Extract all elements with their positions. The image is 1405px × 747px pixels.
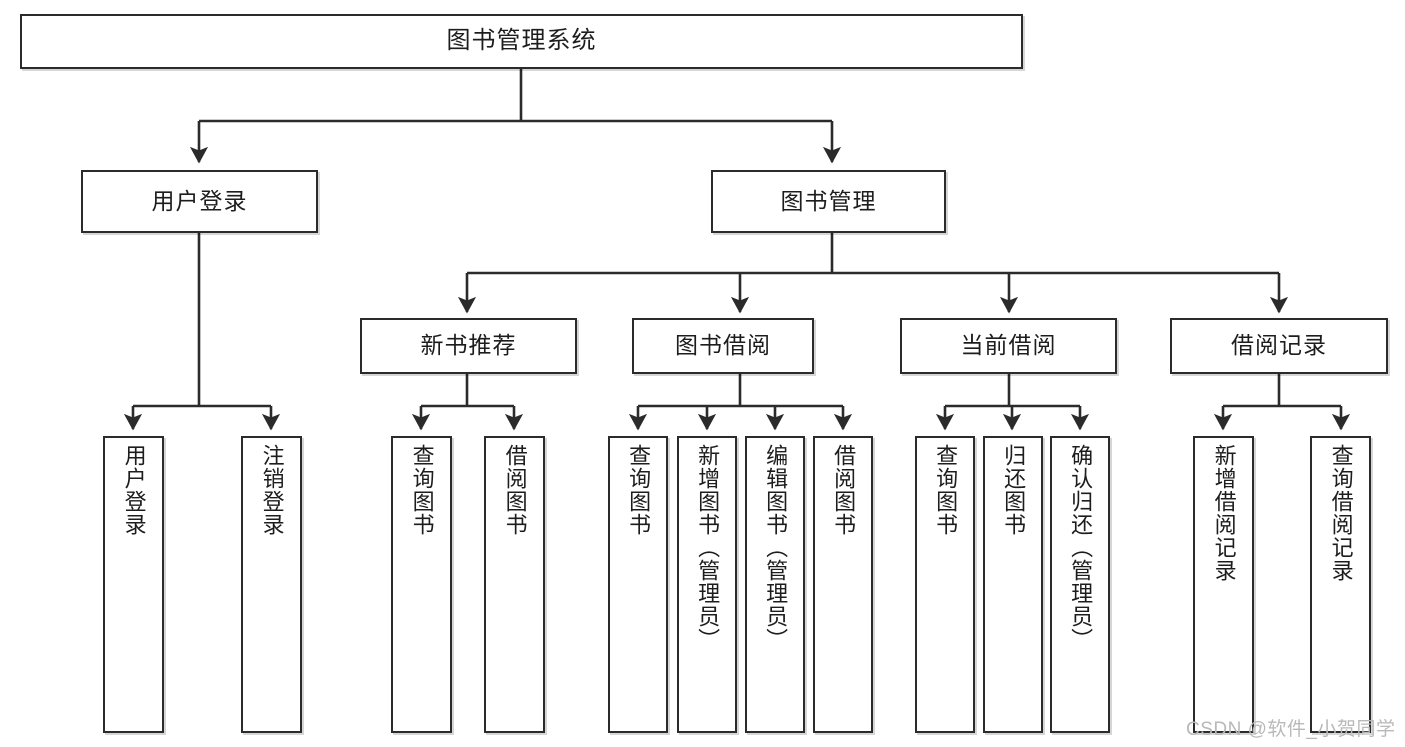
node-book-borrow[interactable]: 图书借阅 bbox=[632, 318, 814, 374]
leaf-user-login[interactable]: 用户登录 bbox=[103, 436, 164, 733]
node-current-borrow[interactable]: 当前借阅 bbox=[900, 318, 1117, 374]
node-user-login[interactable]: 用户登录 bbox=[81, 170, 318, 233]
leaf-return-book[interactable]: 归还图书 bbox=[983, 436, 1043, 733]
leaf-add-record[interactable]: 新增借阅记录 bbox=[1193, 436, 1254, 733]
leaf-label: 查询图书 bbox=[933, 444, 959, 536]
leaf-label: 借阅图书 bbox=[831, 444, 857, 536]
node-root-system[interactable]: 图书管理系统 bbox=[20, 14, 1023, 69]
leaf-query-book-2[interactable]: 查询图书 bbox=[608, 436, 668, 733]
leaf-edit-book[interactable]: 编辑图书（管理员） bbox=[745, 436, 805, 733]
leaf-query-record[interactable]: 查询借阅记录 bbox=[1310, 436, 1371, 733]
leaf-label: 新增借阅记录 bbox=[1211, 444, 1237, 582]
node-new-book-recommend[interactable]: 新书推荐 bbox=[360, 318, 577, 374]
leaf-label: 借阅图书 bbox=[502, 444, 528, 536]
leaf-label: 查询借阅记录 bbox=[1328, 444, 1354, 582]
node-book-manage[interactable]: 图书管理 bbox=[711, 170, 946, 233]
leaf-add-book[interactable]: 新增图书（管理员） bbox=[677, 436, 737, 733]
leaf-label: 用户登录 bbox=[121, 444, 147, 536]
node-borrow-record[interactable]: 借阅记录 bbox=[1170, 318, 1388, 374]
leaf-query-book-1[interactable]: 查询图书 bbox=[391, 436, 452, 733]
leaf-logout[interactable]: 注销登录 bbox=[241, 436, 302, 733]
leaf-label: 查询图书 bbox=[409, 444, 435, 536]
leaf-label: 新增图书（管理员） bbox=[695, 444, 721, 651]
leaf-borrow-book-2[interactable]: 借阅图书 bbox=[813, 436, 873, 733]
csdn-watermark: CSDN @软件_小贺同学 bbox=[1186, 719, 1396, 740]
leaf-label: 注销登录 bbox=[259, 444, 285, 536]
leaf-confirm-return[interactable]: 确认归还（管理员） bbox=[1050, 436, 1110, 733]
leaf-borrow-book-1[interactable]: 借阅图书 bbox=[484, 436, 545, 733]
leaf-label: 确认归还（管理员） bbox=[1068, 444, 1094, 651]
leaf-label: 归还图书 bbox=[1001, 444, 1027, 536]
leaf-query-book-3[interactable]: 查询图书 bbox=[915, 436, 975, 733]
leaf-label: 查询图书 bbox=[626, 444, 652, 536]
leaf-label: 编辑图书（管理员） bbox=[763, 444, 789, 651]
